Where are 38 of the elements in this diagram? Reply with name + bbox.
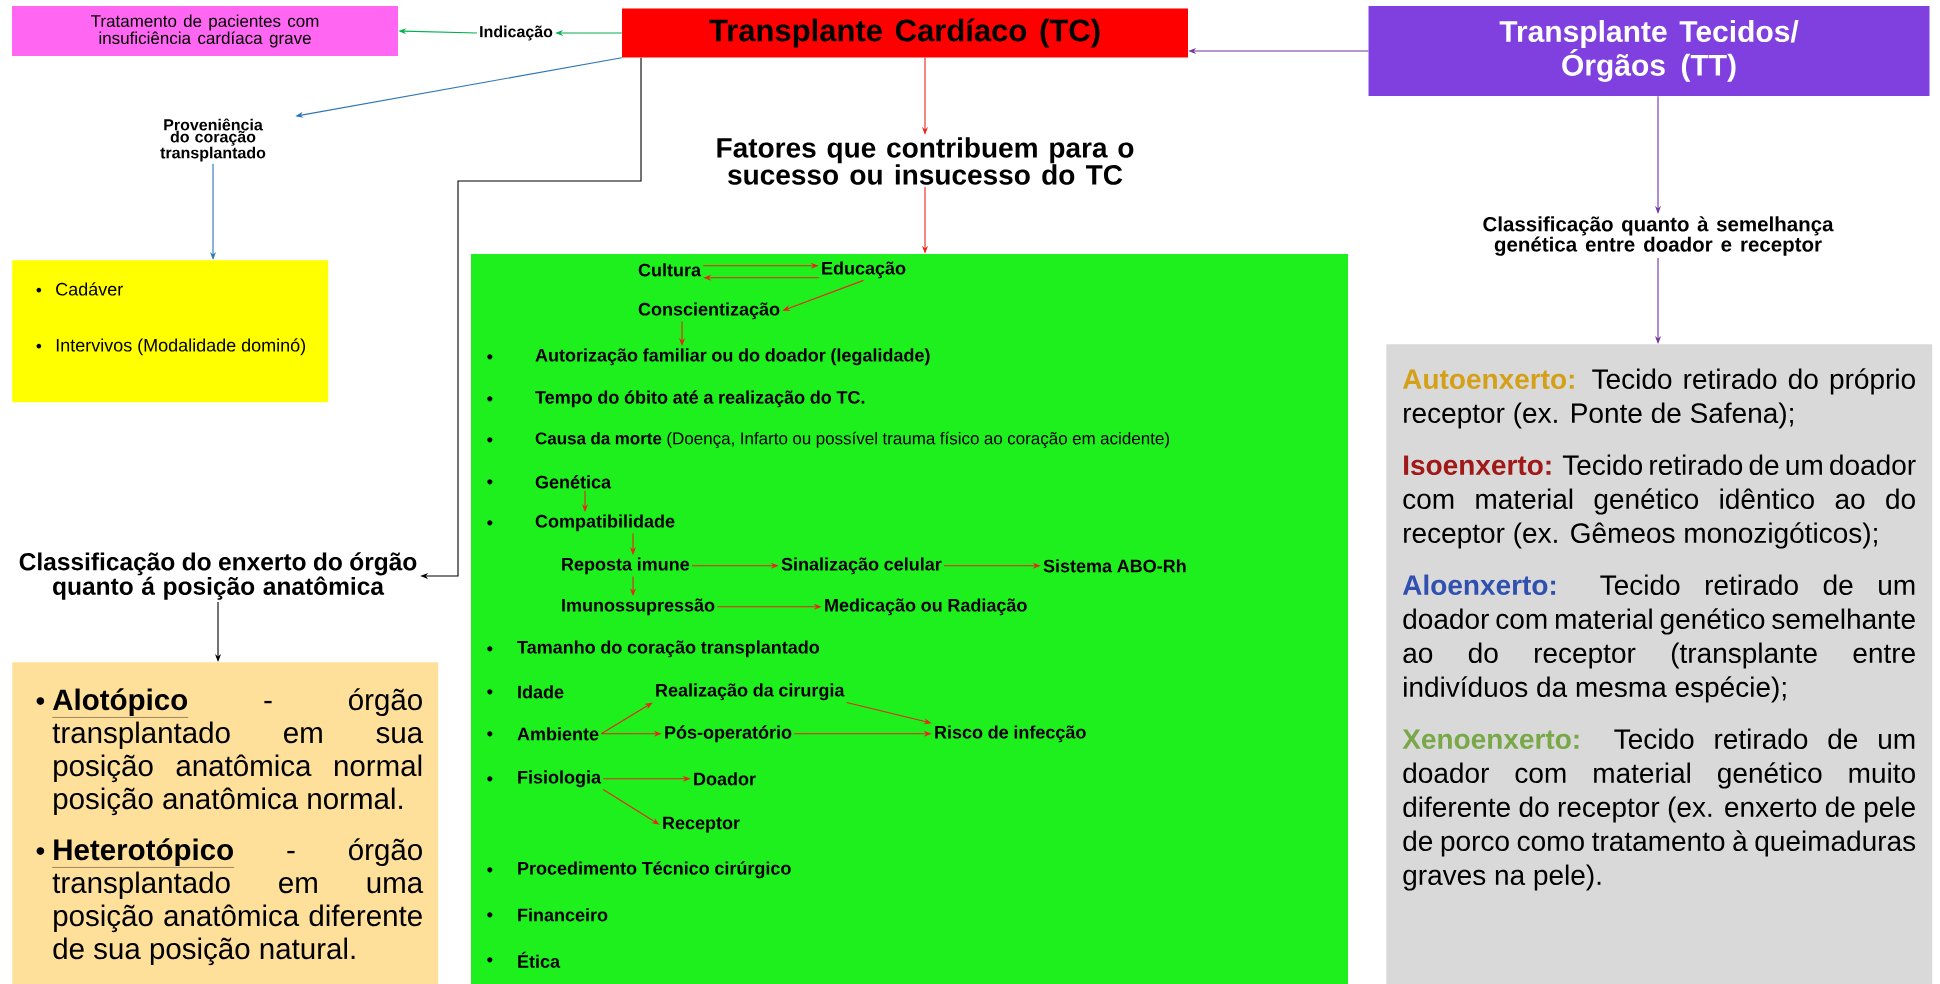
list-item: Compatibilidade: [535, 514, 675, 532]
list-item: Ética: [518, 951, 561, 968]
flow-text: Receptor: [663, 816, 740, 833]
list-item: Fisiologia: [518, 770, 602, 788]
flow-text: Doador: [694, 772, 756, 786]
flow-text: Reposta imune: [562, 557, 690, 575]
list-item: Autorização familiar ou do doador (legalidade): [535, 348, 930, 366]
flow-text: Risco de infecção: [935, 725, 1086, 743]
flow-text: Realização da cirurgia: [656, 683, 845, 701]
flow-text: Sistema ABO-Rh: [1043, 559, 1186, 573]
label-text: Indicação: [480, 25, 553, 41]
list-item: Idade: [518, 685, 564, 699]
list-item: Ambiente: [517, 727, 599, 741]
flow-text: Medicação ou Radiação: [825, 598, 1027, 616]
flow-text: Cultura: [638, 263, 702, 277]
list-box: Alotópico - órgão transplantado em sua posição anatômica normal posição anatômica normal. Heterotópico - órgão transplantado em uma posição anatômica diferente de sua posição natural.: [12, 662, 439, 984]
list-item: Tamanho do coração transplantado: [517, 640, 820, 658]
list-item: Tempo do óbito até a realização do TC.: [535, 390, 865, 408]
list-box: Cadáver Intervivos (Modalidade dominó): [12, 260, 329, 403]
flow-text: Pós-operatório: [665, 725, 792, 743]
arrow: [602, 788, 660, 825]
list-item: Financeiro: [518, 908, 608, 922]
heading-text: Fatores que contribuem para o sucesso ou insucesso do TC: [717, 137, 1134, 185]
text-box: Tratamento de pacientes com insuficiência cardíaca grave: [12, 6, 398, 56]
list-item: Genética: [535, 475, 612, 489]
heading-text: Proveniência do coração transplantado: [160, 118, 266, 162]
flow-text: Imunossupressão: [562, 598, 715, 616]
title-box: Transplante Tecidos/ Órgãos (TT): [1368, 6, 1930, 96]
text-box: Autoenxerto: Tecido retirado do próprio receptor (ex. Ponte de Safena); Isoenxerto: Tecido retirado de um doador com material genético idêntico ao do receptor (ex. Gêmeos monozigóticos); Aloenxerto: Tecido retirado de um doador com material genético semelhante ao do receptor (transplante entre indivíduos da mesma espécie); Xenoenxerto: Tecido retirado de um doador com material genético muito diferente do receptor (ex. enxerto de pele de porco como tratamento à queimaduras graves na pele).: [1386, 344, 1933, 984]
list-item: Causa da morte (Doença, Infarto ou possível trauma físico ao coração em acidente): [535, 431, 1169, 448]
flow-text: Sinalização celular: [781, 557, 942, 575]
list-box: [471, 254, 1348, 984]
heading-text: Classificação quanto à semelhança genética entre doador e receptor: [1483, 216, 1834, 256]
heading-text: Classificação do enxerto do órgão quanto á posição anatômica: [19, 552, 417, 600]
title-box: Transplante Cardíaco (TC): [622, 8, 1188, 58]
list-item: Procedimento Técnico cirúrgico: [518, 861, 791, 879]
flow-text: Conscientização: [638, 302, 780, 320]
flow-text: Educação: [822, 261, 906, 279]
